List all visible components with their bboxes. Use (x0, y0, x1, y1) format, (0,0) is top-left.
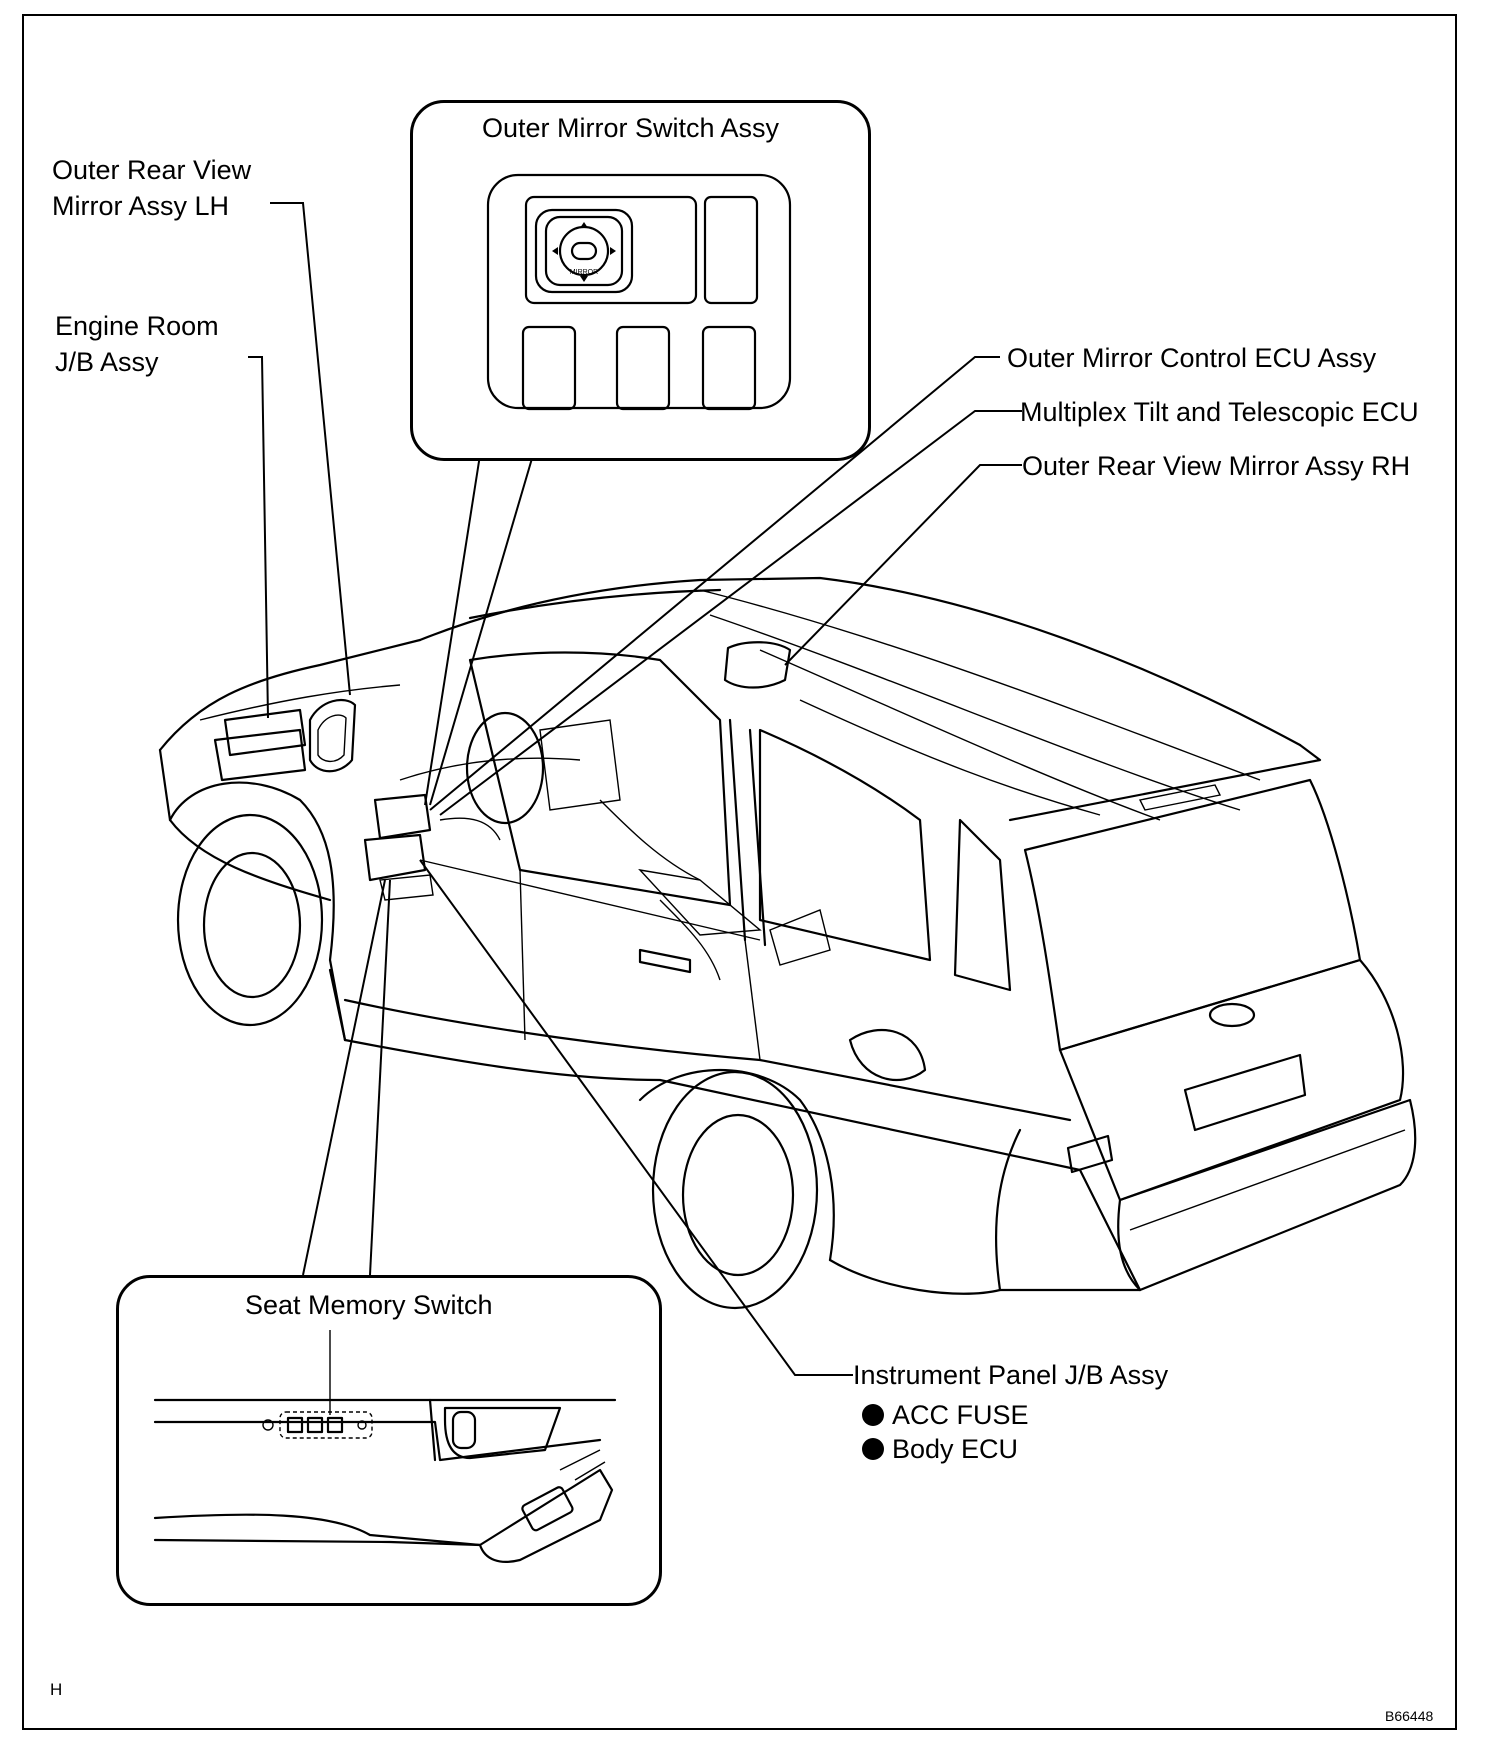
leader-mirror-rh (784, 464, 1022, 666)
label-body-ecu-row: Body ECU (862, 1431, 1018, 1467)
corner-mark-left: H (50, 1680, 63, 1699)
memory-set-button (262, 1419, 274, 1431)
leader-switch-left (424, 454, 481, 806)
leader-seat-right (369, 879, 391, 1276)
figure-code: B66448 (1385, 1708, 1434, 1724)
label-outer-rear-view-mirror-lh: Outer Rear View Mirror Assy LH (52, 155, 252, 221)
mirror-adjust-outer (534, 208, 634, 294)
label-outer-rear-view-mirror-rh: Outer Rear View Mirror Assy RH (1022, 451, 1411, 481)
leader-lines (248, 202, 1022, 1376)
leader-switch-right (429, 454, 534, 806)
label-outer-mirror-control-ecu: Outer Mirror Control ECU Assy (1007, 343, 1377, 373)
seat-memory-switch-callout (116, 1275, 662, 1606)
vehicle-body (158, 576, 1417, 1310)
leader-engine-room-jb (248, 356, 269, 719)
memory-button-2 (306, 1416, 324, 1434)
label-multiplex-tilt-telescopic-ecu: Multiplex Tilt and Telescopic ECU (1020, 397, 1419, 427)
blank-switch-2 (615, 325, 671, 411)
figure-frame (22, 14, 1457, 1730)
blank-switch-1 (521, 325, 577, 411)
memory-button-3 (326, 1416, 344, 1434)
bullet-icon (862, 1438, 884, 1460)
label-seat-memory-switch: Seat Memory Switch (245, 1290, 493, 1320)
leader-mirror-control-ecu (429, 356, 1000, 811)
leader-instrument-panel-jb (419, 859, 853, 1376)
label-engine-room-jb: Engine Room J/B Assy (55, 311, 219, 377)
mirror-switch-housing (524, 195, 698, 305)
label-acc-fuse-row: ACC FUSE (862, 1397, 1029, 1433)
label-outer-mirror-switch: Outer Mirror Switch Assy (482, 113, 780, 143)
memory-button-1 (286, 1416, 304, 1434)
arrow-down-icon (580, 276, 588, 282)
bullet-icon (862, 1404, 884, 1426)
arrow-left-icon (552, 247, 558, 255)
label-instrument-panel-jb: Instrument Panel J/B Assy (853, 1360, 1169, 1390)
label-acc-fuse: ACC FUSE (892, 1400, 1029, 1430)
arrow-up-icon (580, 222, 588, 228)
mirror-select-switch (570, 241, 598, 261)
blank-switch-top (703, 195, 759, 305)
switch-face-mirror-text: MIRROR (570, 269, 598, 276)
outer-mirror-switch-callout (410, 100, 871, 461)
leader-tilt-telescopic-ecu (439, 410, 1022, 816)
arrow-right-icon (610, 247, 616, 255)
leader-mirror-lh (270, 202, 351, 696)
leader-seat-left (302, 879, 386, 1276)
blank-switch-3 (701, 325, 757, 411)
label-body-ecu: Body ECU (892, 1434, 1019, 1464)
